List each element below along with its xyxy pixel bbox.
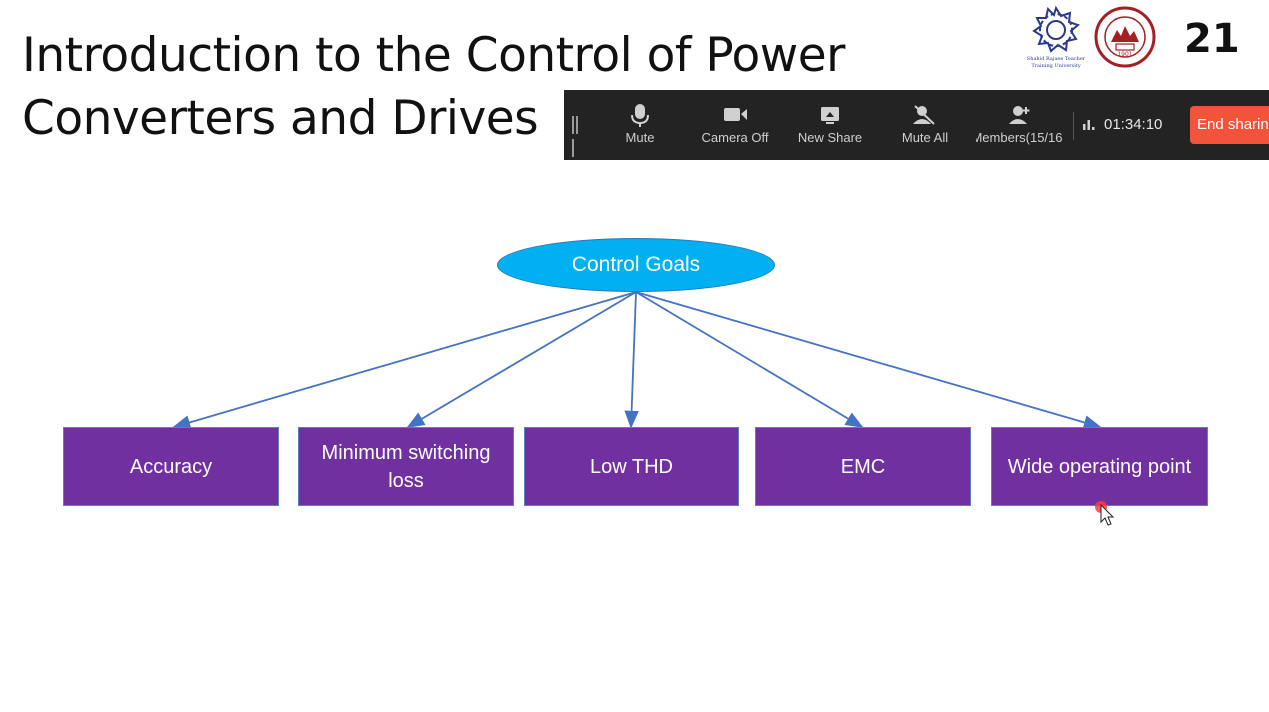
mute-all-button[interactable]: Mute All xyxy=(898,102,952,145)
goal-minimum-switching-loss: Minimum switching loss xyxy=(298,427,514,506)
end-sharing-button[interactable]: End sharing xyxy=(1190,106,1269,144)
timer-value: 01:34:10 xyxy=(1104,116,1163,133)
slide-title-line-2: Converters and Drives xyxy=(22,91,539,146)
arrow-to-emc xyxy=(635,291,864,428)
arrow-to-wide-operating-point xyxy=(635,291,1102,430)
mute-all-label: Mute All xyxy=(901,130,949,145)
mouse-pointer-icon xyxy=(1095,501,1115,526)
arrow-to-low-thd xyxy=(624,291,639,429)
toolbar-divider xyxy=(1073,112,1074,140)
university-logo-left: Shahid Rajaee Teacher Training Universit… xyxy=(1027,5,1086,69)
camera-off-button[interactable]: Camera Off xyxy=(699,102,771,145)
mute-label: Mute xyxy=(625,130,655,145)
control-goals-node: Control Goals xyxy=(497,238,775,292)
goal-emc: EMC xyxy=(755,427,971,506)
logo-left-caption-1: Shahid Rajaee Teacher xyxy=(1027,56,1086,62)
mute-button[interactable]: Mute xyxy=(620,102,660,145)
logo-left-caption-2: Training University xyxy=(1031,63,1081,69)
signal-bars-icon xyxy=(1083,120,1095,130)
camera-icon xyxy=(724,108,747,121)
members-label: Members(15/16 xyxy=(976,130,1063,145)
seal-year: 1901 xyxy=(1117,51,1132,58)
slide-number: 21 xyxy=(1184,16,1240,62)
add-member-icon xyxy=(1009,106,1030,124)
slide-title-line-1: Introduction to the Control of Power xyxy=(22,28,845,83)
arrow-to-accuracy xyxy=(172,291,637,430)
meeting-timer: 01:34:10 xyxy=(1082,116,1162,133)
microphone-icon xyxy=(631,104,649,127)
share-screen-icon xyxy=(821,107,839,124)
mute-all-icon xyxy=(913,105,935,125)
meeting-toolbar: Mute Camera Off New Share Mute All xyxy=(564,90,1269,160)
new-share-label: New Share xyxy=(797,130,863,145)
slide-title: Introduction to the Control of Power Con… xyxy=(22,24,902,150)
members-button[interactable]: Members(15/16 xyxy=(976,102,1064,145)
goal-low-thd: Low THD xyxy=(524,427,739,506)
goal-accuracy: Accuracy xyxy=(63,427,279,506)
camera-off-label: Camera Off xyxy=(701,130,769,145)
drag-handle-icon[interactable] xyxy=(572,116,582,157)
arrow-to-minimum-switching-loss xyxy=(406,291,637,428)
new-share-button[interactable]: New Share xyxy=(795,102,865,145)
university-seal-right: 1901 xyxy=(1094,6,1156,68)
goal-wide-operating-point: Wide operating point xyxy=(991,427,1208,506)
